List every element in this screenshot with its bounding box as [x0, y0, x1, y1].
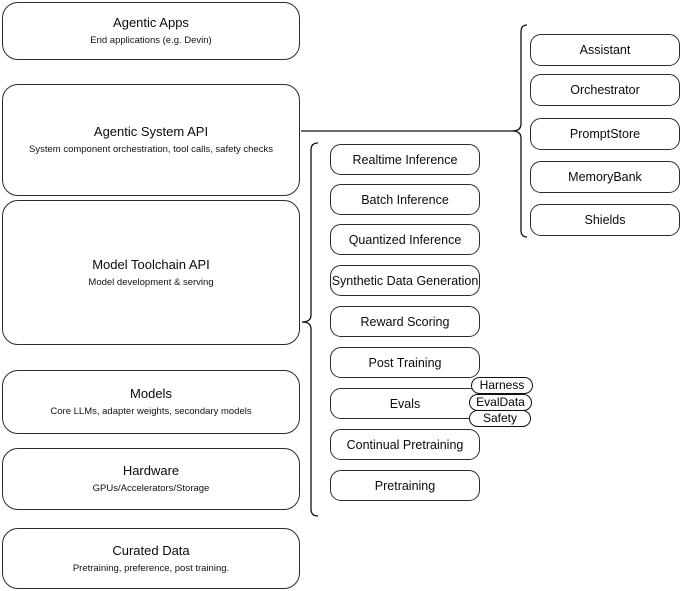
layer-title: Model Toolchain API	[92, 256, 210, 272]
capability-post-training[interactable]: Post Training	[330, 347, 480, 378]
layer-title: Hardware	[122, 463, 180, 478]
eval-tag-evaldata[interactable]: EvalData	[469, 394, 532, 411]
layer-models[interactable]: Models Core LLMs, adapter weights, secon…	[2, 370, 300, 434]
capability-batch-inference[interactable]: Batch Inference	[330, 184, 480, 215]
component-memorybank[interactable]: MemoryBank	[530, 161, 680, 193]
layer-subtitle: End applications (e.g. Devin)	[90, 35, 212, 46]
component-label: MemoryBank	[568, 170, 642, 184]
eval-tag-label: Safety	[482, 411, 518, 425]
layer-model-toolchain-api[interactable]: Model Toolchain API Model development & …	[2, 200, 300, 345]
layer-subtitle: Core LLMs, adapter weights, secondary mo…	[50, 406, 252, 417]
capability-reward-scoring[interactable]: Reward Scoring	[330, 306, 480, 337]
layer-agentic-apps[interactable]: Agentic Apps End applications (e.g. Devi…	[2, 2, 300, 60]
component-promptstore[interactable]: PromptStore	[530, 118, 680, 150]
capability-label: Quantized Inference	[348, 232, 462, 247]
capability-label: Post Training	[368, 355, 442, 370]
component-orchestrator[interactable]: Orchestrator	[530, 74, 680, 106]
layer-subtitle: GPUs/Accelerators/Storage	[92, 483, 210, 494]
layer-subtitle: Model development & serving	[88, 276, 214, 288]
capability-quantized-inference[interactable]: Quantized Inference	[330, 224, 480, 255]
component-assistant[interactable]: Assistant	[530, 34, 680, 66]
component-label: Orchestrator	[570, 83, 640, 97]
capability-label: Evals	[389, 396, 421, 411]
layer-title: Curated Data	[112, 542, 190, 558]
capability-evals[interactable]: Evals	[330, 388, 480, 419]
capability-label: Pretraining	[374, 478, 436, 493]
eval-tag-label: EvalData	[476, 395, 525, 409]
capability-pretraining[interactable]: Pretraining	[330, 470, 480, 501]
eval-tag-safety[interactable]: Safety	[469, 410, 531, 427]
layer-title: Models	[130, 386, 172, 401]
layer-title: Agentic Apps	[113, 15, 189, 30]
capability-label: Reward Scoring	[360, 314, 450, 329]
capability-label: Synthetic Data Generation	[331, 273, 479, 288]
layer-agentic-system-api[interactable]: Agentic System API System component orch…	[2, 84, 300, 196]
capability-label: Continual Pretraining	[346, 437, 464, 452]
component-label: Shields	[584, 213, 626, 227]
toolchain-capabilities-brace	[301, 142, 319, 517]
capability-continual-pretraining[interactable]: Continual Pretraining	[330, 429, 480, 460]
eval-tag-harness[interactable]: Harness	[471, 377, 533, 394]
agentic-components-brace	[511, 24, 528, 238]
capability-realtime-inference[interactable]: Realtime Inference	[330, 144, 480, 175]
capability-label: Realtime Inference	[352, 152, 458, 167]
component-label: PromptStore	[569, 127, 641, 141]
layer-subtitle: System component orchestration, tool cal…	[29, 144, 273, 155]
capability-label: Batch Inference	[361, 192, 449, 207]
layer-title: Agentic System API	[93, 124, 209, 139]
component-label: Assistant	[579, 43, 631, 57]
layer-curated-data[interactable]: Curated Data Pretraining, preference, po…	[2, 528, 300, 589]
component-shields[interactable]: Shields	[530, 204, 680, 236]
eval-tag-label: Harness	[479, 378, 525, 392]
capability-synthetic-data-generation[interactable]: Synthetic Data Generation	[330, 265, 480, 296]
layer-hardware[interactable]: Hardware GPUs/Accelerators/Storage	[2, 448, 300, 510]
layer-subtitle: Pretraining, preference, post training.	[72, 562, 230, 574]
